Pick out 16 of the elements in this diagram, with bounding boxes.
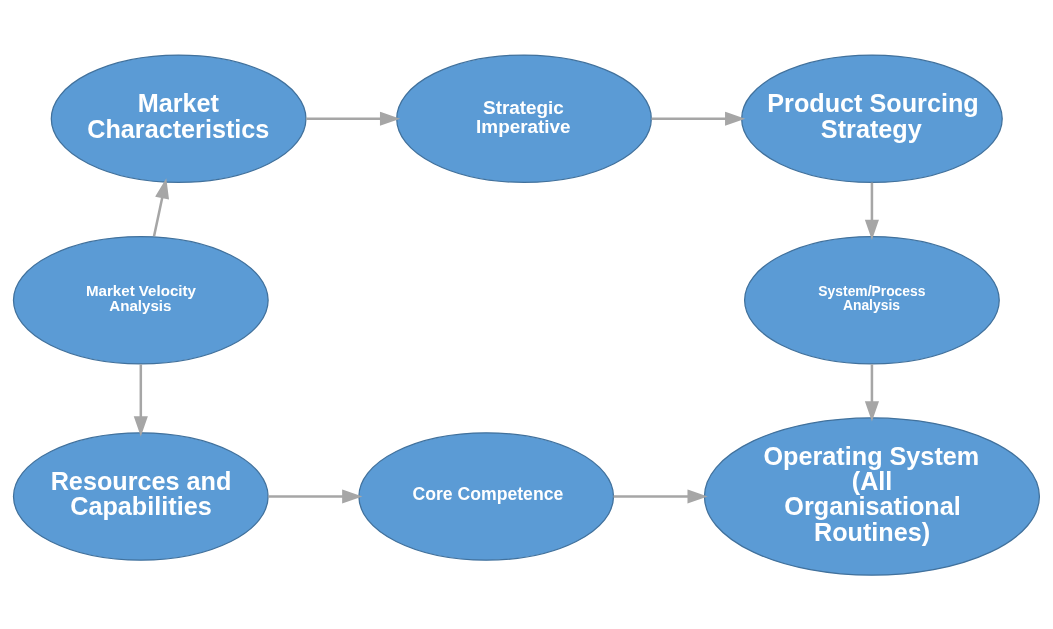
node-ellipse: Resources and Capabilities [12, 431, 269, 561]
node-ellipse: Strategic Imperative [396, 53, 652, 183]
node-ellipse: Operating System (All Organisational Routines) [703, 416, 1041, 576]
node-ellipse: Market Velocity Analysis [12, 235, 269, 364]
arrow [152, 177, 170, 237]
arrow [268, 488, 363, 504]
node-ellipse: Market Characteristics [50, 53, 307, 183]
arrow [613, 488, 708, 504]
arrow [651, 111, 746, 126]
arrow [864, 182, 879, 240]
node-ellipse: System/Process Analysis [744, 235, 1000, 364]
arrow [864, 363, 879, 422]
arrow [133, 363, 148, 436]
node-ellipse: Core Competence [358, 431, 615, 561]
node-ellipse: Product Sourcing Strategy [741, 53, 1003, 183]
arrow [306, 111, 401, 126]
